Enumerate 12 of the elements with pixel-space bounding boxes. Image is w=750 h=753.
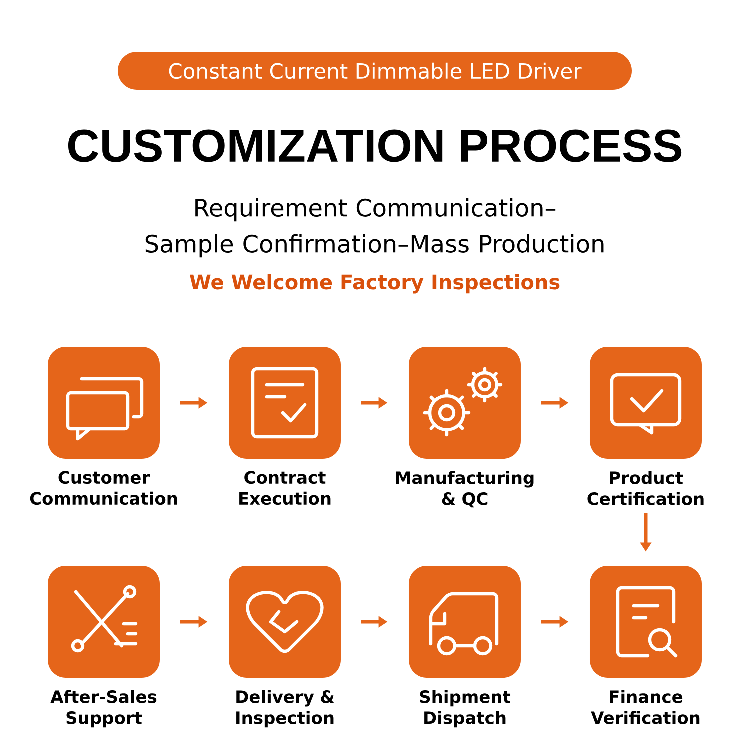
- step-label: Manufacturing & QC: [396, 471, 534, 508]
- step-label: Finance Verification: [591, 690, 700, 724]
- title: CUSTOMIZATION PROCESS: [68, 130, 682, 162]
- tagline: We Welcome Factory Inspections: [190, 274, 560, 294]
- step-label: After-Sales Support: [50, 690, 157, 728]
- subtitle: Requirement Communication– Sample Confirmation–Mass Production: [146, 198, 604, 258]
- step-label: Contract Execution: [240, 471, 331, 506]
- step-label: Customer Communication: [30, 471, 178, 506]
- pill-banner: Constant Current Dimmable LED Driver: [118, 52, 632, 90]
- step-label: Shipment Dispatch: [420, 690, 510, 728]
- step-label: Delivery & Inspection: [236, 690, 334, 728]
- step-label: Product Certification: [588, 471, 704, 506]
